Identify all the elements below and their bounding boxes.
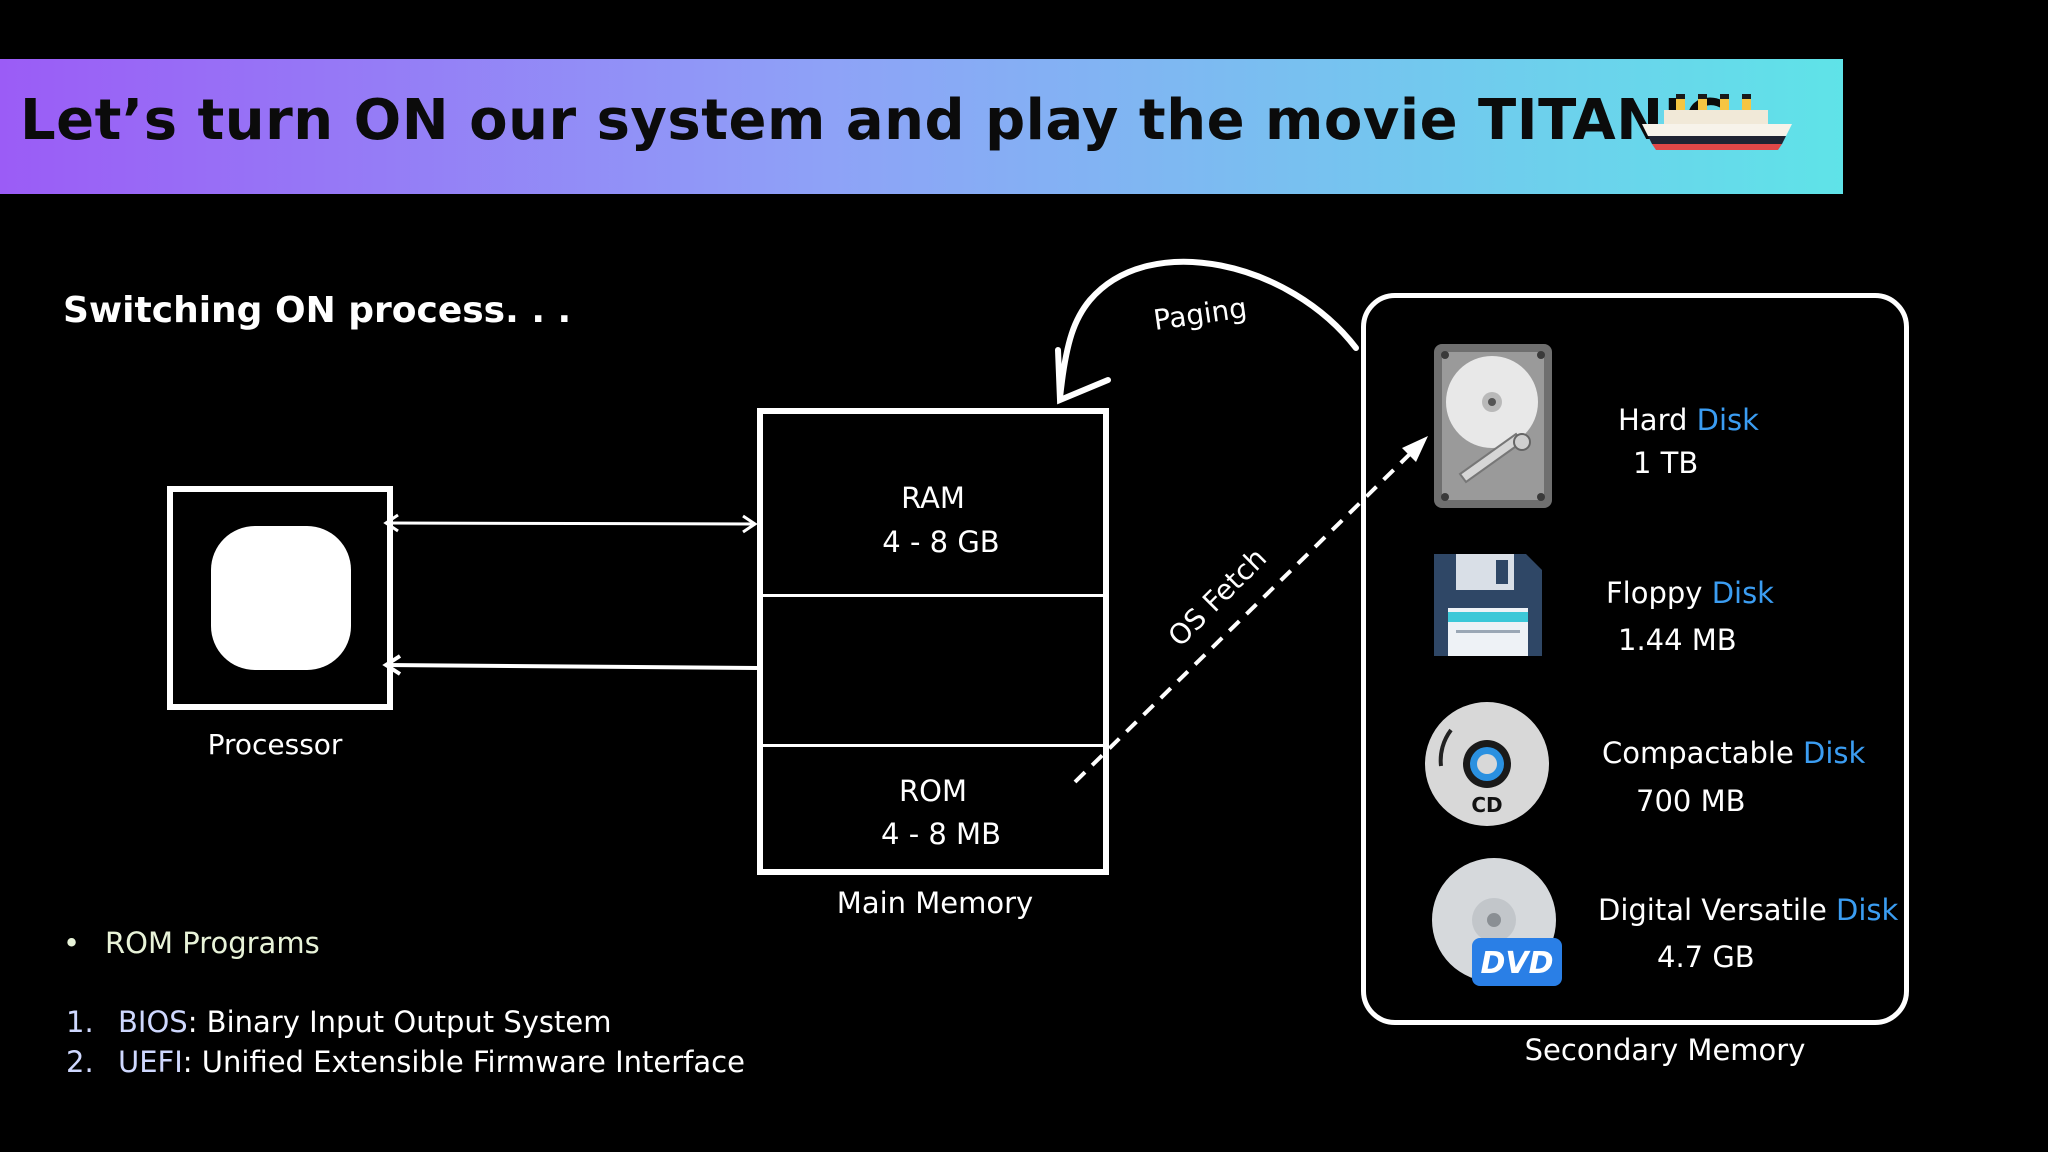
main-memory-box: RAM 4 - 8 GB ROM 4 - 8 MB [757,408,1109,875]
processor-ram-arrow [383,513,758,534]
secondary-memory-box [1361,293,1909,1025]
title-banner [0,59,1843,194]
memory-divider [763,744,1103,747]
paging-label: Paging [1151,291,1249,337]
rom-size: 4 - 8 MB [881,817,1001,851]
dvd-icon: DVD [1432,858,1562,986]
ram-size: 4 - 8 GB [882,525,1000,559]
cd-size: 700 MB [1636,784,1746,818]
hard-disk-icon [1434,344,1552,508]
os-fetch-arrowhead [1402,436,1428,462]
ram-name: RAM [901,481,965,515]
paging-arrow [1055,258,1359,405]
memory-divider [763,594,1103,597]
processor-label: Processor [207,728,343,761]
os-fetch-arrow [1073,446,1418,784]
main-memory-label: Main Memory [836,886,1034,920]
secondary-memory-label: Secondary Memory [1524,1033,1806,1067]
process-subtitle: Switching ON process. . . [63,290,572,331]
ship-icon [1642,94,1792,150]
bullet-text: ROM Programs [105,926,320,960]
cd-icon: CD [1425,702,1549,826]
cd-icon-text: CD [1471,793,1502,817]
hard-disk-size: 1 TB [1633,446,1699,480]
processor-box [167,486,393,710]
floppy-disk-size: 1.44 MB [1618,623,1737,657]
os-fetch-label: OS Fetch [1162,541,1273,652]
processor-chip-icon [211,526,351,670]
dvd-size: 4.7 GB [1657,940,1755,974]
floppy-disk-icon [1434,554,1542,656]
bullet-dot: • [63,926,81,960]
banner-title: Let’s turn ON our system and play the mo… [20,88,1771,153]
floppy-disk-name: Floppy Disk [1606,576,1774,610]
dvd-name: Digital Versatile Disk [1598,893,1899,927]
cd-name: Compactable Disk [1602,736,1866,770]
hard-disk-name: Hard Disk [1618,403,1759,437]
memory-processor-arrow [382,654,758,676]
dvd-icon-text: DVD [1480,946,1553,981]
rom-name: ROM [899,774,967,808]
